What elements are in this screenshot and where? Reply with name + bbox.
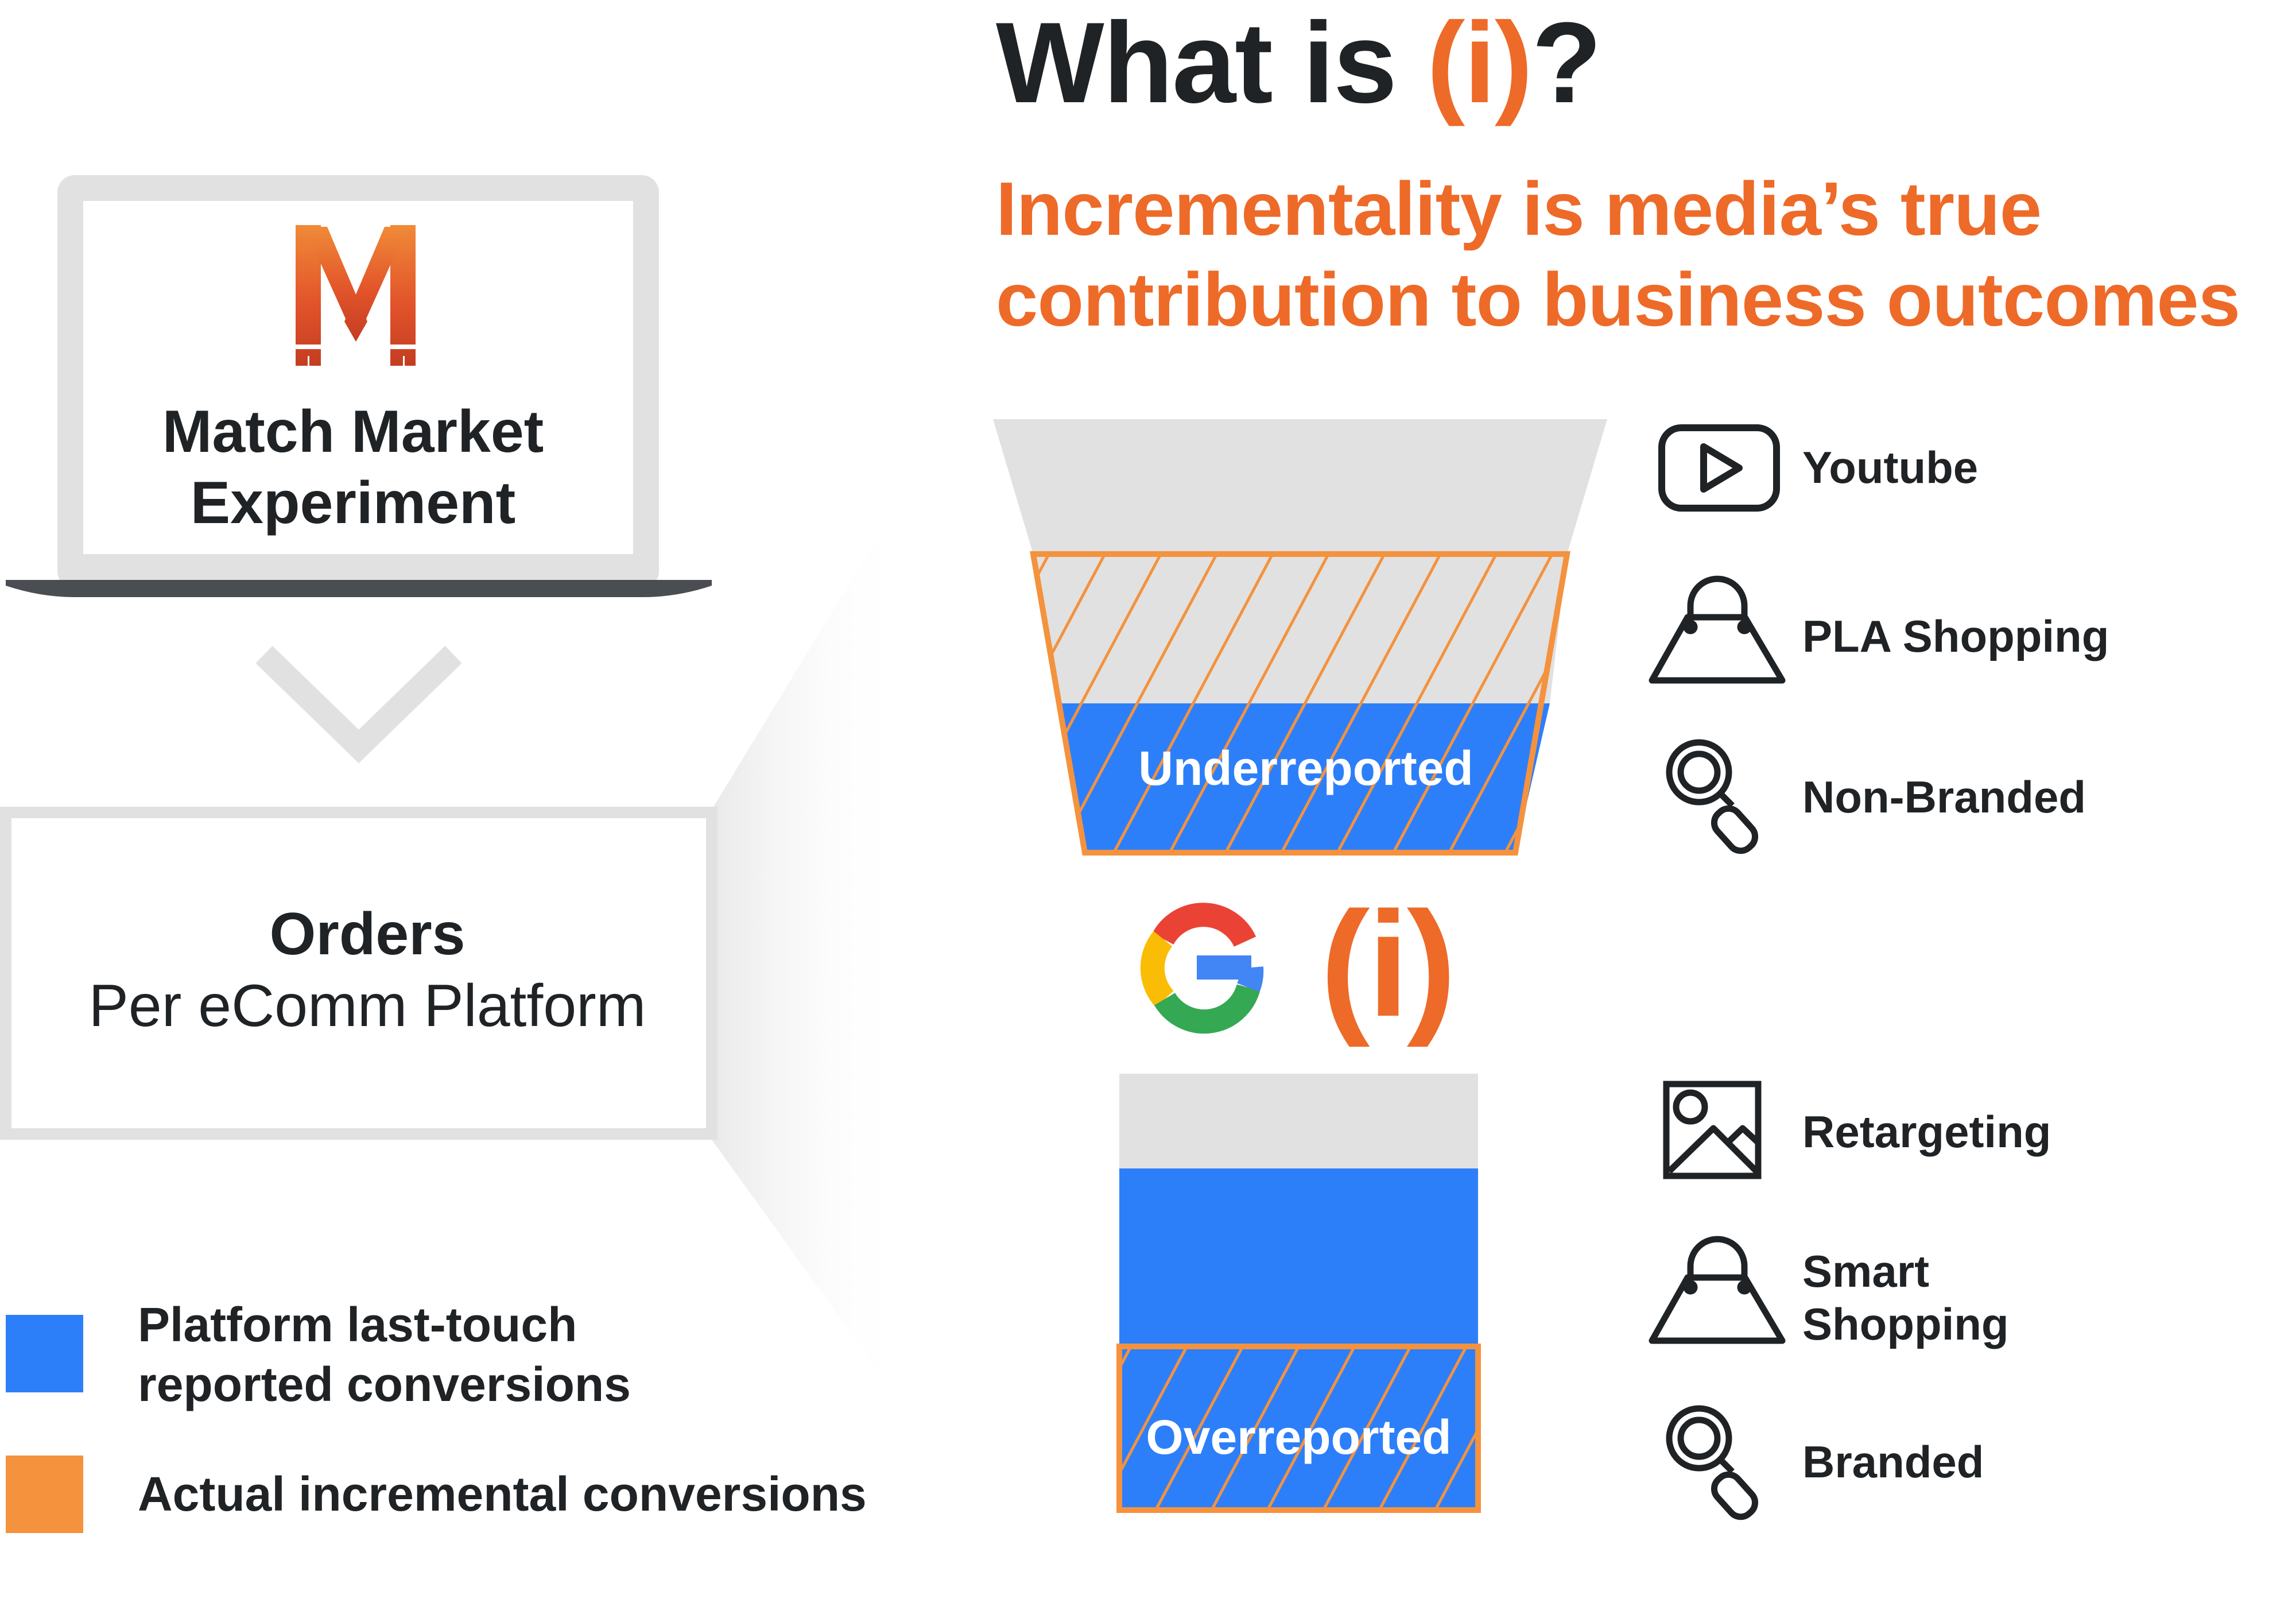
page-subtitle: Incrementality is media’s true contribut…	[996, 167, 2240, 342]
shopping-bag-icon	[1649, 1236, 1786, 1344]
google-logo	[1140, 903, 1264, 1034]
magnifier-icon	[1666, 1405, 1759, 1520]
title-suffix: ?	[1531, 0, 1601, 127]
bottom-funnel	[1116, 1074, 1481, 1513]
channel-youtube: Youtube	[1802, 442, 1979, 493]
projection-shadow	[712, 494, 904, 1407]
youtube-icon	[1658, 424, 1780, 512]
legend-label-incremental: Actual incremental conversions	[138, 1467, 867, 1521]
channel-smart-shopping: Smart Shopping	[1802, 1246, 2009, 1349]
experiment-label: Match Market Experiment	[86, 396, 620, 539]
page-title: What is (i)?	[996, 0, 1602, 127]
image-icon	[1663, 1081, 1762, 1179]
orders-box	[0, 807, 718, 1140]
overreported-label: Overreported	[1146, 1410, 1452, 1464]
down-chevron-icon	[255, 645, 462, 764]
title-highlight: (i)	[1426, 0, 1533, 127]
orders-subtitle: Per eComm Platform	[88, 973, 646, 1039]
top-funnel	[993, 419, 1607, 856]
underreported-label: Underreported	[1138, 741, 1473, 795]
title-prefix: What is	[996, 0, 1427, 127]
channel-non-branded: Non-Branded	[1802, 772, 2086, 822]
channel-retargeting: Retargeting	[1802, 1106, 2051, 1157]
channel-branded: Branded	[1802, 1437, 1984, 1487]
legend-swatch-incremental	[6, 1456, 83, 1533]
match-market-logo	[296, 225, 416, 366]
incrementality-mark: (i)	[1320, 881, 1456, 1048]
experiment-label-line2: Experiment	[190, 470, 516, 536]
legend-swatch-reported	[6, 1315, 83, 1392]
shopping-bag-icon	[1649, 575, 1786, 684]
legend-label-reported: Platform last-touch reported conversions	[138, 1298, 631, 1411]
laptop-illustration	[6, 175, 712, 597]
orders-title: Orders	[269, 901, 466, 967]
experiment-label-line1: Match Market	[162, 398, 544, 465]
magnifier-icon	[1666, 739, 1759, 854]
channel-pla-shopping: PLA Shopping	[1802, 611, 2109, 661]
